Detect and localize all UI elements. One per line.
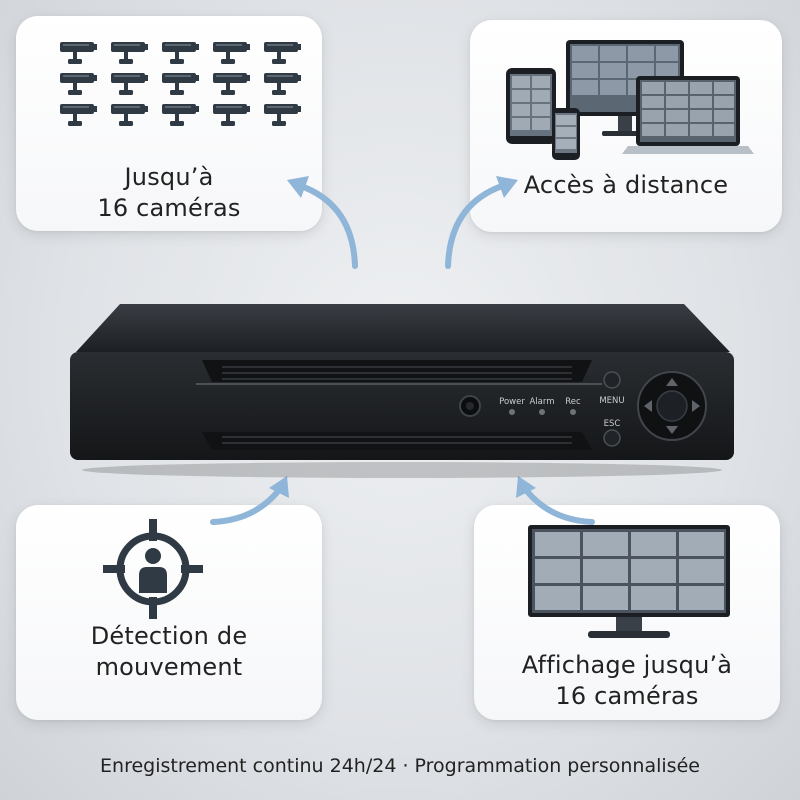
- display-label-line1: Affichage jusqu’à: [521, 651, 733, 679]
- menu-button-label: MENU: [599, 396, 624, 406]
- camera-icon: [109, 102, 153, 133]
- esc-button-label: ESC: [604, 419, 621, 429]
- camera-icon: [160, 102, 204, 133]
- monitor-tile: [631, 559, 676, 583]
- camera-icon: [109, 40, 153, 71]
- led-rec-label: Rec: [565, 397, 581, 407]
- camera-icon: [211, 40, 255, 71]
- arrow-to-remote: [445, 176, 518, 269]
- arrow-to-cameras: [287, 176, 358, 269]
- feature-card-motion: Détection de mouvement: [16, 505, 322, 720]
- monitor-tile: [679, 586, 724, 610]
- motion-label-line2: mouvement: [95, 653, 243, 681]
- motion-label-line1: Détection de: [90, 622, 248, 650]
- camera-icon: [211, 71, 255, 102]
- camera-icon: [109, 71, 153, 102]
- camera-icon-grid: [58, 40, 306, 133]
- devices-icon: [506, 40, 754, 160]
- monitor-tile: [679, 532, 724, 556]
- remote-label: Accès à distance: [523, 171, 729, 199]
- monitor-tile: [535, 532, 580, 556]
- dvr-recorder: Power Alarm Rec MENU ESC: [70, 304, 734, 478]
- monitor-tile: [535, 559, 580, 583]
- monitor-tile: [583, 586, 628, 610]
- monitor-tile: [583, 559, 628, 583]
- arrow-from-motion: [210, 476, 289, 525]
- led-power-label: Power: [499, 397, 525, 407]
- camera-icon: [262, 71, 306, 102]
- feature-card-cameras: Jusqu’à 16 caméras: [16, 16, 322, 231]
- cameras-label-line1: Jusqu’à: [124, 163, 214, 191]
- monitor-tile: [631, 586, 676, 610]
- footer-caption: Enregistrement continu 24h/24 · Programm…: [100, 755, 700, 777]
- camera-icon: [211, 102, 255, 133]
- display-label-line2: 16 caméras: [555, 682, 699, 710]
- camera-icon: [58, 102, 102, 133]
- motion-target-icon: [103, 519, 203, 619]
- led-alarm-label: Alarm: [529, 397, 554, 407]
- monitor-tile: [535, 586, 580, 610]
- feature-card-display: Affichage jusqu’à 16 caméras: [474, 505, 780, 720]
- camera-icon: [58, 71, 102, 102]
- camera-icon: [58, 40, 102, 71]
- camera-icon: [160, 40, 204, 71]
- cameras-label-line2: 16 caméras: [97, 194, 241, 222]
- monitor-tile: [679, 559, 724, 583]
- camera-icon: [160, 71, 204, 102]
- arrow-from-display: [516, 476, 595, 525]
- camera-icon: [262, 40, 306, 71]
- monitor-tile: [583, 532, 628, 556]
- monitor-icon: [528, 525, 730, 638]
- monitor-tile: [631, 532, 676, 556]
- feature-card-remote: Accès à distance: [470, 20, 782, 232]
- camera-icon: [262, 102, 306, 133]
